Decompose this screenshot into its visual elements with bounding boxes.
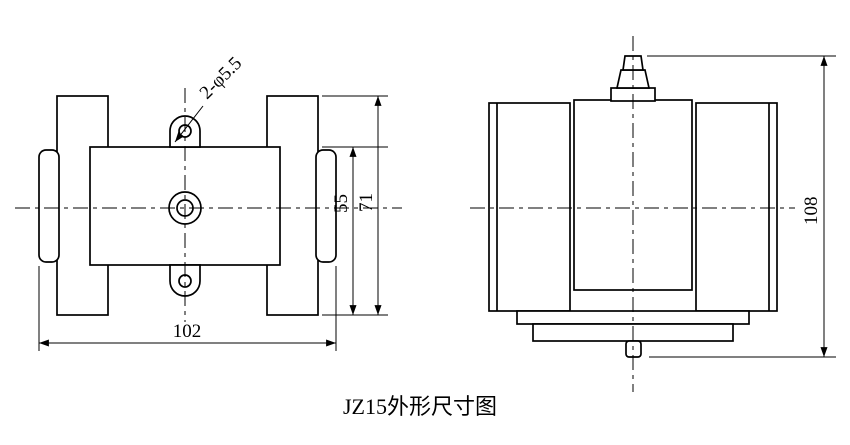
side-right-block: [695, 102, 778, 312]
hole-callout: 2-φ5.5: [174, 53, 247, 143]
terminal-cap: [622, 55, 644, 71]
dimension-71: 71: [322, 95, 388, 316]
dimension-102: 102: [38, 266, 337, 351]
front-view: 2-φ5.5 55 71 102: [15, 53, 402, 351]
hole-label: 2-φ5.5: [196, 53, 247, 104]
side-view: 108: [470, 36, 836, 392]
dim-102-label: 102: [173, 321, 202, 342]
dimension-108: 108: [647, 55, 836, 358]
dim-71-label: 71: [356, 193, 377, 212]
drawing-caption: JZ15外形尺寸图: [343, 394, 497, 419]
side-left-block: [488, 102, 571, 312]
hole-leader-line: [174, 105, 204, 143]
dim-55-label: 55: [331, 194, 352, 213]
front-right-tab: [315, 149, 337, 263]
front-left-tab: [38, 149, 60, 263]
dim-108-label: 108: [801, 197, 822, 226]
front-bottom-ear: [169, 264, 201, 297]
